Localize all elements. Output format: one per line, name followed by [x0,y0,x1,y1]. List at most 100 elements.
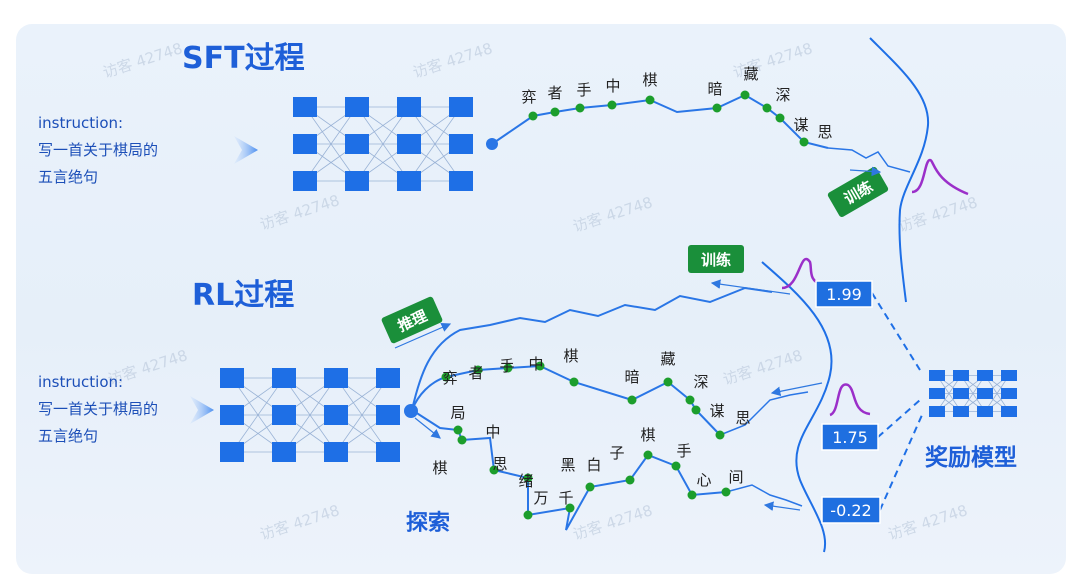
rl-peak-middle [829,383,871,417]
rm-net-unit [1001,388,1017,399]
rl-path1-token-label: 者 [468,364,483,382]
sft-token-node [528,111,538,121]
rl-path1-token-label: 思 [735,409,750,427]
rm-net-unit [953,370,969,381]
rl-path1-token-node [473,365,483,375]
rl-path2-token-node [523,473,533,483]
rl-net-unit [324,405,348,425]
sft-token-node [775,113,785,123]
score-box: 1.99 [815,280,873,308]
rl-path2-token-node [687,490,697,500]
reward-model-network [929,370,1017,417]
rl-path2-token-label: 白 [586,456,601,474]
sft-token-label: 手 [576,81,591,99]
rm-net-edge [984,375,1010,412]
sft-feedback-arrow [849,166,882,177]
rl-path2-token-label: 局 [450,404,465,422]
rl-path1-token-label: 谋 [709,402,724,420]
rl-net-unit [272,405,296,425]
rl-token-nodes [441,361,731,520]
sft-input-arrow-icon [234,136,258,164]
score-value: 1.75 [832,428,868,447]
sft-target-line [827,147,911,173]
rl-path2-token-label: 千 [558,489,573,507]
sft-token-label: 者 [547,84,562,102]
rl-path2-token-label: 中 [485,423,500,441]
rl-path1-token-node [535,361,545,371]
sft-net-unit [345,97,369,117]
rl-net-unit [272,442,296,462]
rl-path2-token-node [523,510,533,520]
sft-token-node [762,103,772,113]
rl-token-labels: 弈者手中棋暗藏深谋思局中思绪万千黑白子棋手心间棋 [432,347,750,507]
rl-path2-token-node [453,425,463,435]
sft-title: SFT过程 [182,41,305,76]
rl-instruction-line: instruction: [38,373,123,391]
watermark-text: 访客 42748 [721,346,805,389]
rl-path1-token-node [627,395,637,405]
rm-net-unit [1001,370,1017,381]
rl-path1-token-label: 手 [499,357,514,375]
rl-net-unit [376,442,400,462]
sft-instruction-line: 写一首关于棋局的 [38,141,158,159]
rl-path2-token-label: 棋 [640,426,655,444]
rm-net-edge [936,375,962,412]
sft-policy-network [293,97,473,191]
sft-net-unit [345,171,369,191]
sft-token-label: 藏 [743,65,758,83]
rl-net-unit [376,368,400,388]
rl-instruction: instruction: 写一首关于棋局的 五言绝句 [38,373,158,445]
rl-path2-token-node [489,465,499,475]
rl-path2-token-label: 黑 [560,456,575,474]
rl-title: RL过程 [192,278,294,313]
rl-path1-token-label: 棋 [563,347,578,365]
rl-path2-token-label: 思 [492,455,507,473]
sft-instruction-line: instruction: [38,114,123,132]
rl-path2-token-node [565,503,575,513]
rl-explore-label: 探索 [406,510,450,536]
sft-instruction: instruction: 写一首关于棋局的 五言绝句 [38,114,158,186]
sft-token-labels: 弈者手中棋暗藏深谋思 [521,65,832,141]
rl-train-badge-label: 训练 [701,251,731,269]
rm-net-unit [977,406,993,417]
rl-path1-token-label: 弈 [442,369,457,387]
rl-peak-top [781,257,823,290]
sft-distribution-curve [869,37,930,303]
sft-net-unit [293,134,317,154]
sft-token-node [712,103,722,113]
watermark-text: 访客 42748 [101,39,185,82]
sft-token-label: 弈 [521,88,536,106]
rl-net-edge [283,377,337,453]
sft-token-label: 谋 [793,116,808,134]
rl-explore-arrow [414,417,441,439]
score-link-1 [871,292,921,371]
sft-net-unit [449,171,473,191]
rl-instruction-line: 五言绝句 [38,427,98,445]
watermark-text: 访客 42748 [258,501,342,544]
sft-token-label: 深 [775,86,790,104]
rl-path1-token-node [441,372,451,382]
rl-infer-badge: 推理 [381,296,443,344]
sft-token-label: 暗 [707,80,722,98]
rl-path1-token-node [715,430,725,440]
sft-token-label: 中 [605,77,620,95]
rl-feedback-arrow-middle [770,382,823,397]
score-link-3 [879,414,923,511]
rl-path2-token-node [671,461,681,471]
rl-net-unit [220,442,244,462]
rl-path2-token-label: 绪 [518,472,533,490]
rl-net-unit [376,405,400,425]
rl-path1-token-label: 中 [528,355,543,373]
watermark-text: 访客 42748 [886,501,970,544]
rl-net-edge [231,377,285,453]
rl-input-arrow-icon [190,396,214,424]
watermark-text: 访客 42748 [571,501,655,544]
rl-train-badge: 训练 [688,245,744,273]
sft-net-unit [449,97,473,117]
sft-net-edge [356,106,410,182]
rl-path2-token-node [585,482,595,492]
sft-start-node [486,138,498,150]
sft-net-unit [397,97,421,117]
rl-path2-token-label: 间 [728,468,743,486]
